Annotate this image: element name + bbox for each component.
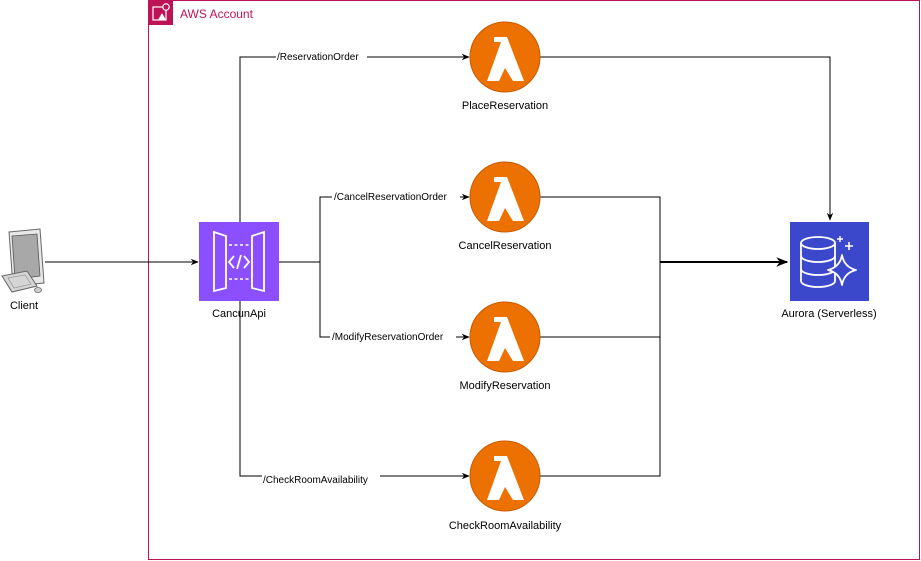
lambda-icon (469, 301, 541, 373)
client-label: Client (10, 300, 38, 312)
api-to-cancel-edge (279, 193, 470, 263)
route-label-place: /ReservationOrder (277, 52, 359, 63)
place-to-aurora-edge (540, 56, 834, 221)
route-label-cancel: /CancelReservationOrder (334, 192, 447, 203)
modify-to-aurora-edge (540, 262, 661, 338)
aurora-node[interactable]: Aurora (Serverless) (781, 222, 877, 320)
aws-account-icon (149, 1, 173, 25)
api-gateway-label: CancunApi (212, 308, 266, 320)
route-label-check: /CheckRoomAvailability (263, 475, 368, 486)
aurora-database-icon (790, 222, 869, 301)
route-label-modify: /ModifyReservationOrder (332, 332, 444, 343)
desktop-computer-icon (1, 228, 45, 293)
api-gateway-node[interactable]: CancunApi (199, 222, 279, 320)
check-to-aurora-edge (540, 262, 661, 477)
cancel-to-aurora-edge (540, 196, 661, 262)
route-labels: /ReservationOrder /CancelReservationOrde… (262, 50, 460, 486)
lambda-check-label: CheckRoomAvailability (449, 520, 562, 532)
lambda-modify-node[interactable]: ModifyReservation (459, 301, 551, 392)
lambda-icon (469, 440, 541, 512)
lambda-cancel-label: CancelReservation (459, 240, 552, 252)
aurora-label: Aurora (Serverless) (781, 308, 876, 320)
lambda-modify-label: ModifyReservation (459, 380, 550, 392)
lambda-check-node[interactable]: CheckRoomAvailability (449, 440, 562, 532)
api-to-modify-edge (319, 262, 470, 341)
aws-account-label: AWS Account (180, 7, 254, 21)
lambda-place-node[interactable]: PlaceReservation (462, 21, 548, 112)
client-node[interactable]: Client (1, 228, 45, 312)
aws-account-border (148, 0, 920, 560)
aws-account-group: AWS Account (148, 0, 920, 560)
connectors (45, 53, 834, 480)
lambda-icon (469, 21, 541, 93)
lambda-icon (469, 161, 541, 233)
api-gateway-icon (199, 222, 279, 301)
api-to-check-edge (239, 301, 470, 480)
lambda-cancel-node[interactable]: CancelReservation (459, 161, 552, 252)
api-to-place-edge (239, 53, 470, 222)
lambda-place-label: PlaceReservation (462, 100, 548, 112)
